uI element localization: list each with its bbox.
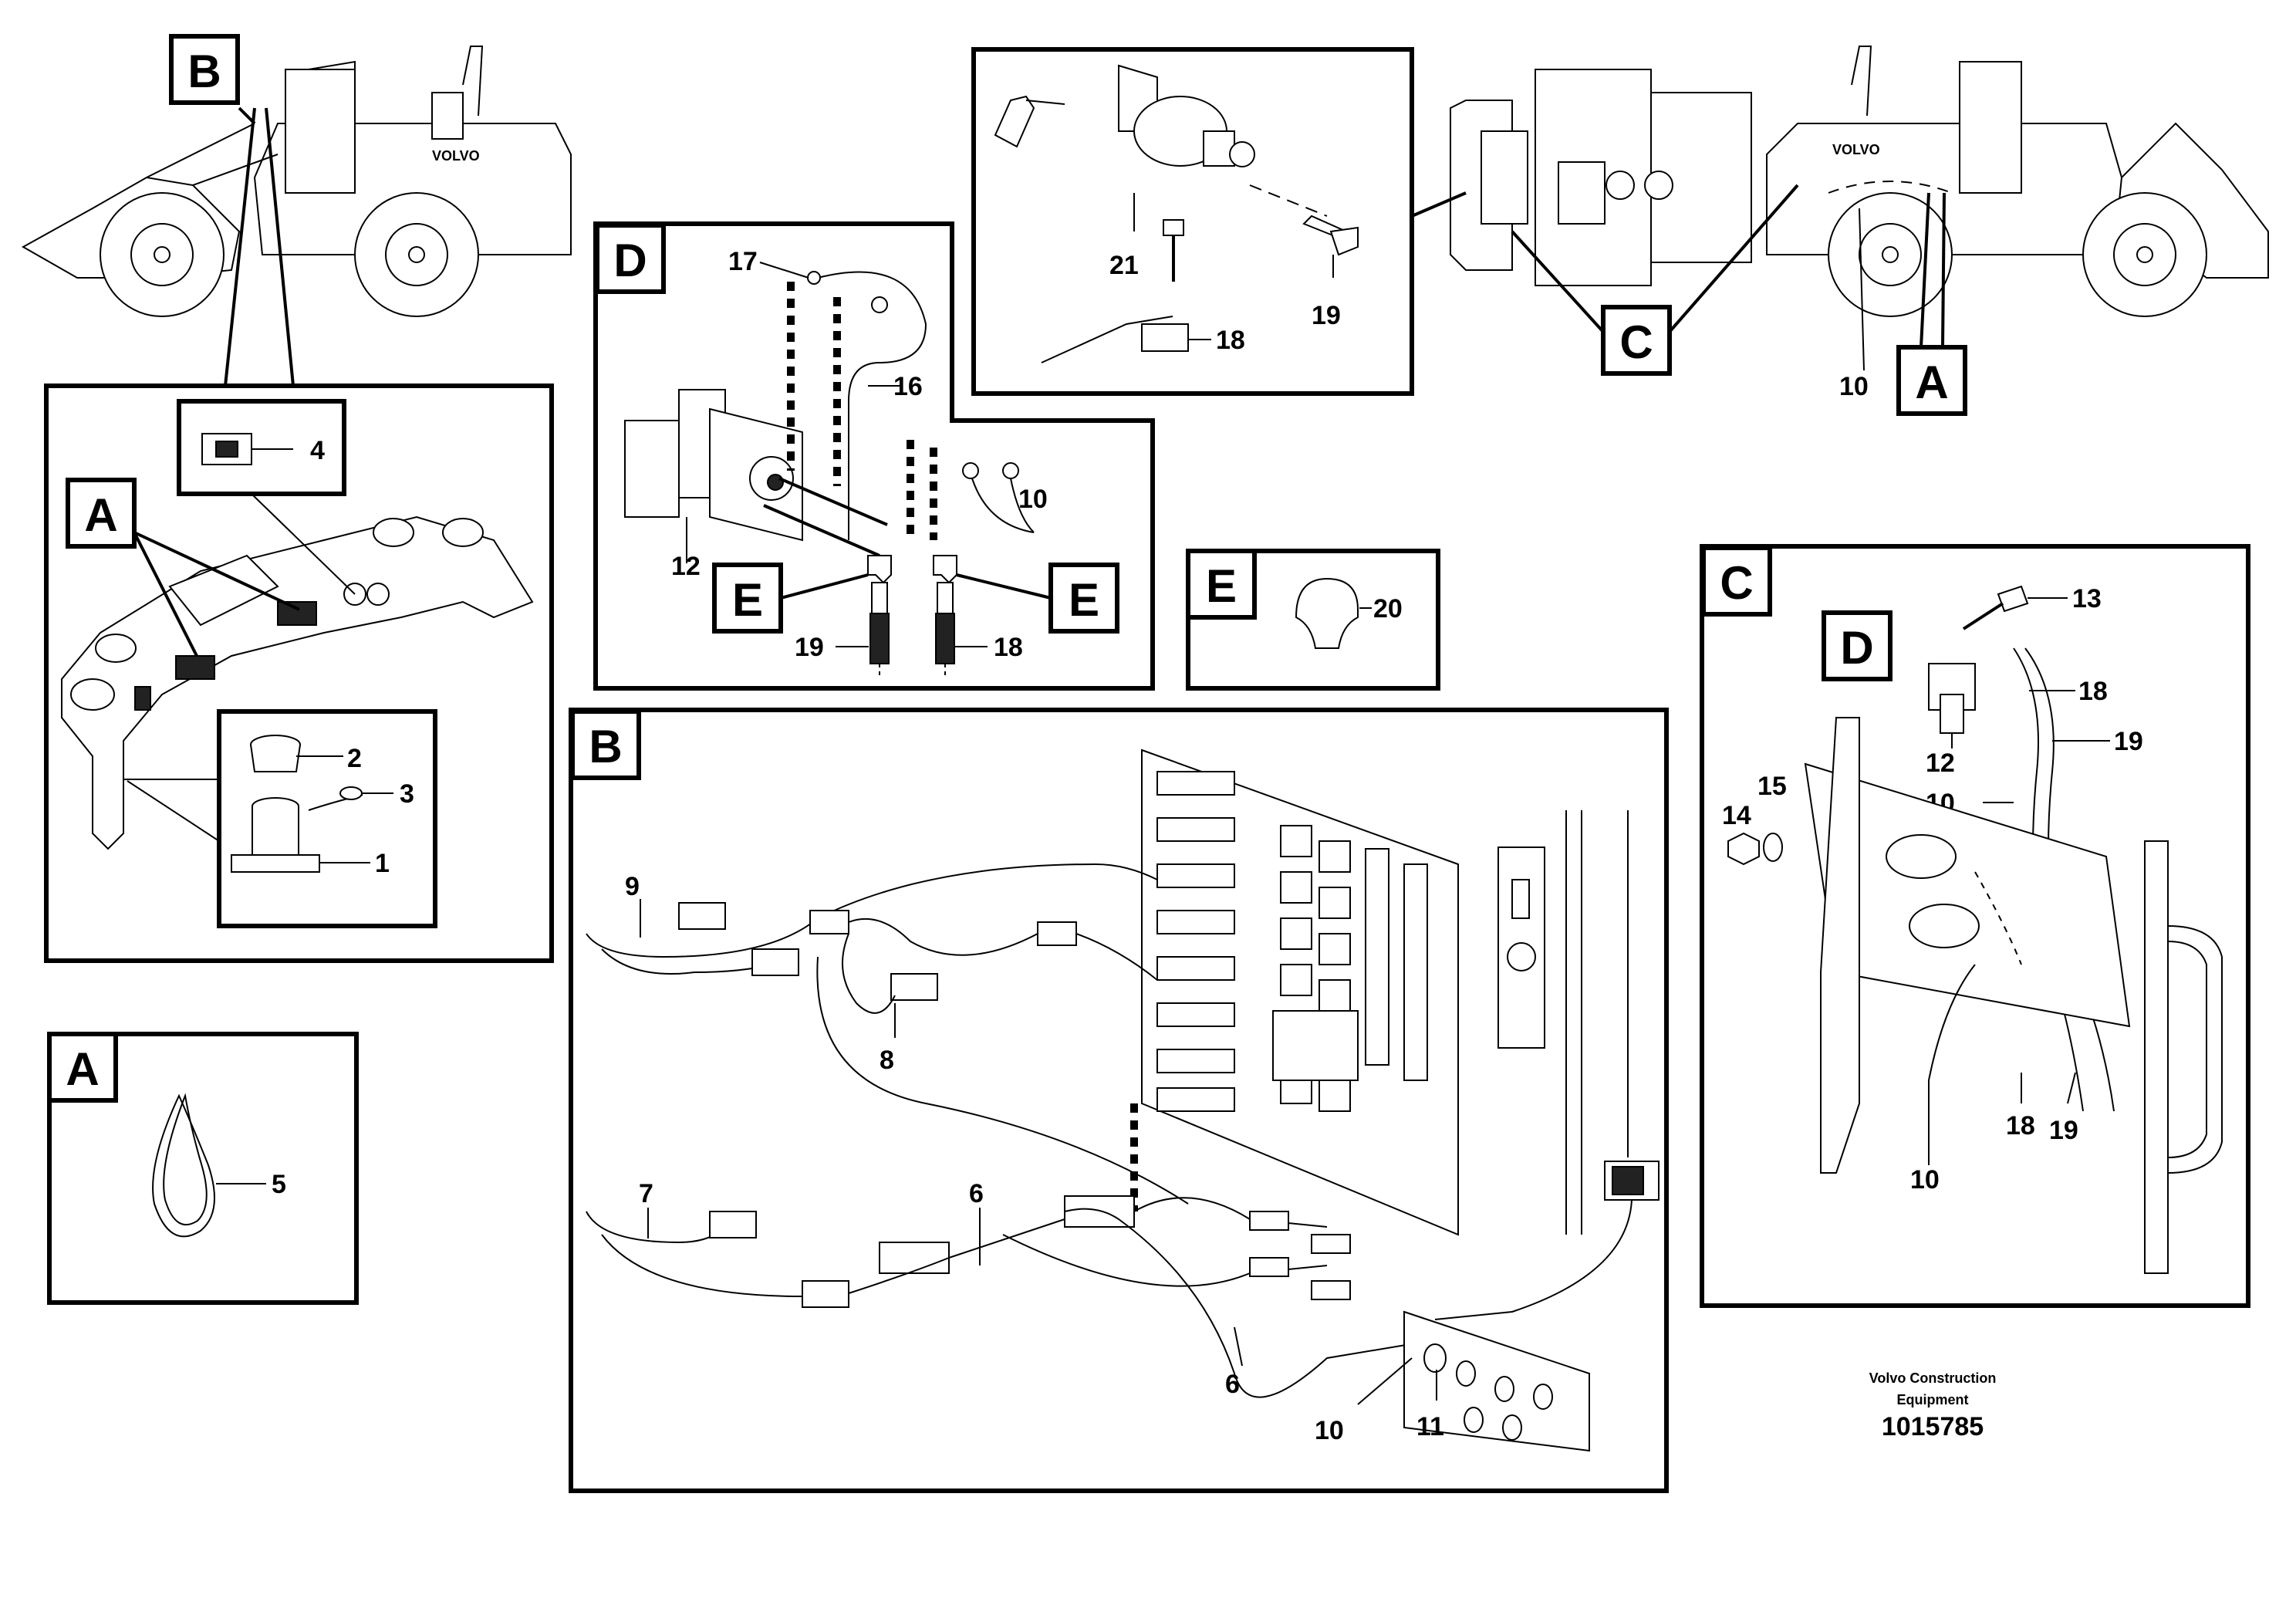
part-label-8: 8 (880, 1046, 894, 1075)
svg-text:A: A (66, 1043, 99, 1095)
svg-text:D: D (1840, 622, 1873, 674)
part-label-6-top: 6 (969, 1179, 984, 1208)
svg-text:E: E (1206, 560, 1237, 612)
part-label-19-c-bottom: 19 (2049, 1116, 2078, 1145)
part-label-19-top: 19 (1312, 301, 1341, 330)
svg-text:E: E (732, 574, 763, 626)
relay-21-detail-box: 21 19 18 (971, 47, 1414, 396)
callout-a-dash: A (66, 478, 300, 657)
part-label-4: 4 (310, 436, 325, 465)
wheel-loader-left-view: VOLVO (21, 46, 572, 317)
switch-1-2-3-inset: 2 3 1 (123, 709, 437, 928)
svg-text:A: A (84, 489, 117, 541)
part-label-18-d: 18 (994, 633, 1023, 662)
svg-text:D: D (613, 235, 647, 286)
detail-e-cap-box: E 20 (1186, 549, 1440, 691)
detail-d-bracket-box: D 17 16 10 19 (593, 221, 1155, 691)
svg-text:A: A (1915, 357, 1948, 408)
part-label-19-d: 19 (795, 633, 824, 662)
brand-logo-left: VOLVO (432, 148, 480, 164)
detail-a-cable-tie-box: A 5 (47, 1032, 359, 1305)
footer-drawing-number: 1015785 (1882, 1412, 1984, 1441)
connector-4-inset: 4 (177, 399, 356, 595)
svg-text:B: B (187, 46, 221, 97)
part-label-21: 21 (1109, 251, 1139, 280)
svg-text:E: E (1069, 574, 1099, 626)
svg-text:C: C (1619, 316, 1653, 368)
callout-a-top-right: A 10 (1839, 192, 1967, 416)
callout-b-top: B (169, 34, 240, 105)
detail-c-frame-box: C 13 D 12 18 19 10 14 1 (1700, 544, 2250, 1308)
footer-company-line1: Volvo Construction (1869, 1370, 1997, 1386)
part-label-12-d: 12 (671, 552, 701, 581)
callout-c-top: C (1511, 184, 1799, 376)
machine-rear-view (1450, 69, 1752, 286)
part-label-13: 13 (2072, 584, 2102, 613)
part-label-15: 15 (1757, 772, 1787, 801)
part-label-2: 2 (347, 744, 362, 773)
wheel-loader-right-view: VOLVO (1766, 46, 2269, 317)
part-label-9: 9 (625, 872, 640, 901)
drawing-footer: Volvo Construction Equipment 1015785 (1869, 1370, 1997, 1441)
part-label-11: 11 (1416, 1412, 1444, 1441)
relay-board-connectors (1156, 771, 1235, 1112)
part-label-1: 1 (375, 849, 390, 878)
footer-company-line2: Equipment (1897, 1392, 1969, 1407)
brand-logo-right: VOLVO (1832, 142, 1880, 157)
part-label-14: 14 (1722, 801, 1751, 830)
part-label-10-d: 10 (1018, 485, 1048, 514)
part-label-17: 17 (728, 247, 758, 276)
part-label-10-c-bottom: 10 (1910, 1165, 1940, 1195)
detail-b-relay-board-box: B (569, 708, 1669, 1493)
part-label-16: 16 (893, 372, 923, 401)
svg-text:C: C (1720, 557, 1753, 609)
part-label-18-c: 18 (2078, 677, 2108, 706)
part-label-3: 3 (400, 779, 414, 809)
part-label-5: 5 (272, 1170, 286, 1199)
part-label-20: 20 (1373, 594, 1403, 623)
part-label-12-c: 12 (1926, 748, 1955, 778)
part-label-18-c-bottom: 18 (2006, 1111, 2035, 1140)
part-label-10-top: 10 (1839, 372, 1869, 401)
svg-text:B: B (589, 721, 622, 772)
relay-board-relays (1272, 825, 1428, 1112)
part-label-10-b: 10 (1315, 1416, 1344, 1445)
part-label-19-c: 19 (2114, 727, 2143, 756)
part-label-7: 7 (639, 1179, 653, 1208)
part-label-18-top: 18 (1216, 326, 1245, 355)
part-label-6-bottom: 6 (1225, 1370, 1240, 1399)
